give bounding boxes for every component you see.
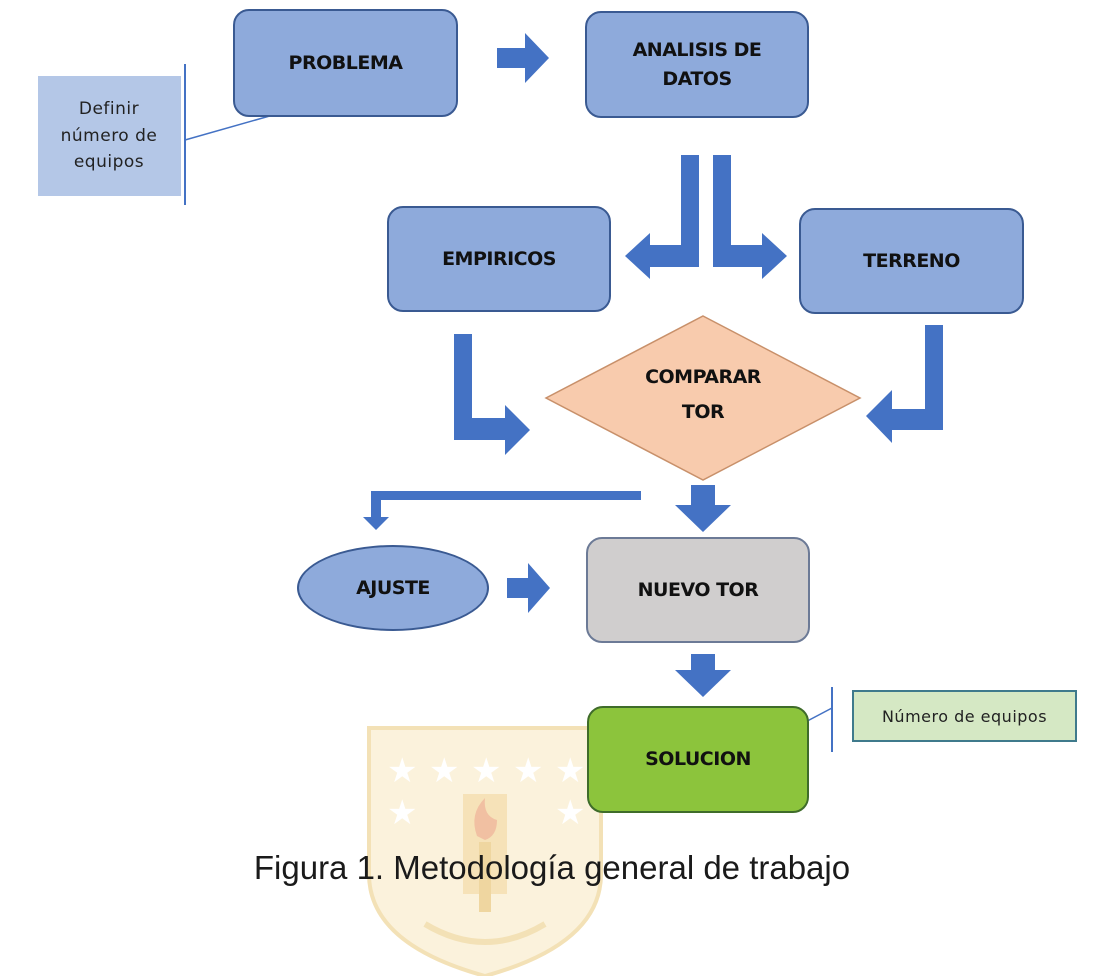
- ajuste-label: AJUSTE: [356, 576, 430, 599]
- problema-box: PROBLEMA: [233, 9, 458, 117]
- arrow-analisis-to-empiricos: [625, 155, 699, 279]
- nuevo-tor-box: NUEVO TOR: [586, 537, 810, 643]
- comparar-label: COMPARAR TOR: [596, 360, 810, 430]
- callout-numero-text: Número de equipos: [881, 706, 1048, 726]
- arrow-terreno-to-comparar: [866, 325, 943, 443]
- comparar-label-line1: COMPARAR: [645, 366, 761, 388]
- solucion-label: SOLUCION: [645, 748, 751, 771]
- nuevo-tor-label: NUEVO TOR: [637, 578, 759, 601]
- arrow-comparar-to-ajuste: [363, 491, 641, 530]
- problema-label: PROBLEMA: [288, 51, 403, 74]
- arrow-empiricos-to-comparar: [454, 334, 530, 455]
- figure-caption: Figura 1. Metodología general de trabajo: [253, 849, 851, 886]
- terreno-box: TERRENO: [799, 208, 1024, 314]
- svg-text:★: ★: [555, 793, 585, 833]
- arrow-analisis-to-terreno: [713, 155, 787, 279]
- analisis-label: ANALISIS DE DATOS: [632, 39, 762, 90]
- arrow-problema-to-analisis: [497, 33, 549, 83]
- svg-text:★: ★: [387, 793, 417, 833]
- arrow-nuevo-tor-to-solucion: [675, 654, 731, 697]
- comparar-diamond: [544, 315, 862, 481]
- ajuste-ellipse: AJUSTE: [297, 545, 489, 631]
- analisis-box: ANALISIS DE DATOS: [585, 11, 809, 118]
- comparar-label-line2: TOR: [681, 401, 725, 423]
- arrow-comparar-to-nuevo-tor: [675, 485, 731, 532]
- svg-text:★: ★: [471, 751, 501, 791]
- empiricos-label: EMPIRICOS: [442, 247, 556, 270]
- arrow-ajuste-to-nuevo-tor: [507, 563, 550, 613]
- svg-text:★: ★: [387, 751, 417, 791]
- callout-numero-equipos: Número de equipos: [852, 690, 1077, 742]
- callout-definir-text: Definir número de equipos: [60, 99, 158, 173]
- solucion-box: SOLUCION: [587, 706, 809, 813]
- svg-text:★: ★: [429, 751, 459, 791]
- svg-text:★: ★: [555, 751, 585, 791]
- terreno-label: TERRENO: [863, 249, 960, 272]
- svg-text:★: ★: [513, 751, 543, 791]
- university-emblem-watermark: ★★★ ★★ ★★: [367, 726, 603, 976]
- empiricos-box: EMPIRICOS: [387, 206, 611, 312]
- callout-definir-numero-equipos: Definir número de equipos: [38, 76, 181, 196]
